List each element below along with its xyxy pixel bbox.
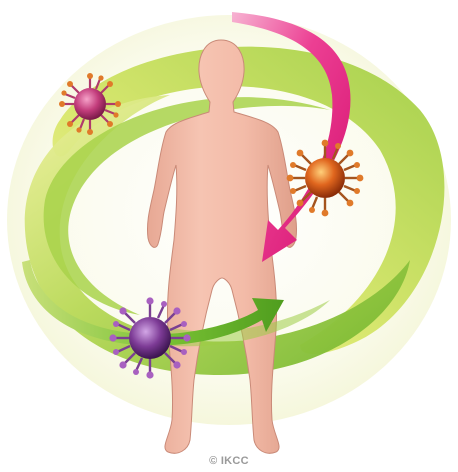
virus-pink-icon	[59, 73, 121, 135]
virus-purple-icon	[109, 297, 190, 378]
copyright-label: © IKCC	[0, 455, 458, 467]
virus-orange-icon	[287, 140, 364, 217]
